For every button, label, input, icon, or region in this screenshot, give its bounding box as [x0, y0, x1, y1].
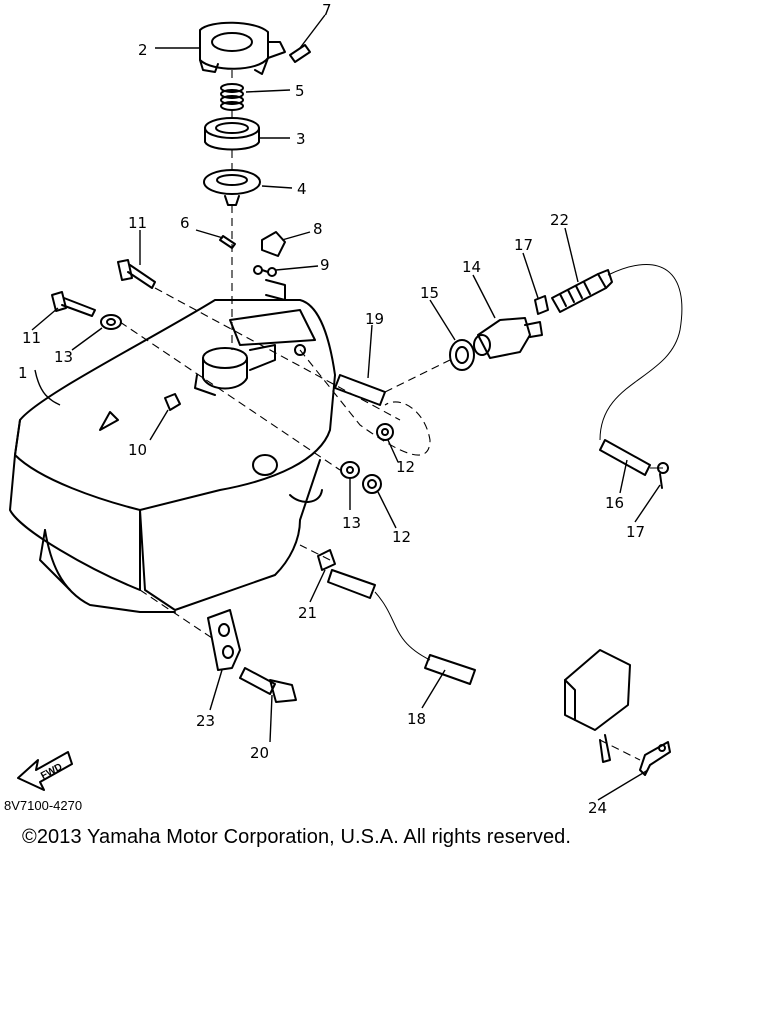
callout-18: 18: [407, 710, 426, 728]
fuel-line: [599, 264, 683, 441]
callout-20: 20: [250, 744, 269, 762]
callout-24: 24: [588, 799, 607, 817]
exploded-parts-diagram: 2 7 5 3 4 6 8 9 11 11 13 1 10 12 13 12 1…: [9, 1, 683, 817]
hose-19: [334, 374, 386, 406]
bolt-upper: [117, 259, 156, 289]
callout-16: 16: [605, 494, 624, 512]
callout-19: 19: [365, 310, 384, 328]
strainer: [551, 269, 613, 313]
clamp-21: [317, 549, 336, 571]
callout-13: 13: [342, 514, 361, 532]
hose-16: [599, 439, 651, 476]
callout-23: 23: [196, 712, 215, 730]
dashed-line: [299, 544, 331, 561]
bracket: [207, 609, 241, 671]
forward-arrow-icon: [17, 751, 73, 791]
fuel-tank: [9, 299, 336, 613]
washer-upper: [100, 314, 122, 330]
fuel-cock: [473, 317, 543, 359]
spring: [220, 83, 244, 111]
callout-12: 12: [396, 458, 415, 476]
hose-21: [327, 569, 376, 599]
dashed-line: [139, 589, 216, 641]
callout-2: 2: [138, 41, 148, 59]
callout-11: 11: [128, 214, 147, 232]
part-code: 8V7100-4270: [4, 798, 83, 813]
hose-clamp: [253, 265, 286, 301]
callout-8: 8: [313, 220, 323, 238]
bolt-lower: [51, 291, 96, 317]
dashed-line: [599, 739, 641, 761]
callout-9: 9: [320, 256, 330, 274]
dashed-line: [119, 321, 341, 471]
clip-upper: [534, 295, 549, 315]
dashed-line: [154, 287, 401, 421]
grommet-lower: [362, 474, 382, 494]
callout-17: 17: [514, 236, 533, 254]
bolt-20: [239, 667, 297, 703]
pin: [289, 44, 311, 63]
callout-1: 1: [18, 364, 28, 382]
clip: [261, 231, 286, 257]
fuel-filter: [564, 649, 671, 776]
callout-5: 5: [295, 82, 305, 100]
callout-6: 6: [180, 214, 190, 232]
callout-13: 13: [54, 348, 73, 366]
callout-7: 7: [322, 1, 332, 19]
dashed-line: [299, 349, 431, 456]
callout-22: 22: [550, 211, 569, 229]
dashed-line: [384, 359, 451, 393]
callout-4: 4: [297, 180, 307, 198]
copyright-notice: ©2013 Yamaha Motor Corporation, U.S.A. A…: [22, 826, 572, 848]
hose-18: [424, 654, 476, 685]
fuel-line: [374, 591, 431, 661]
clamp-small: [164, 393, 181, 411]
callout-21: 21: [298, 604, 317, 622]
callout-14: 14: [462, 258, 481, 276]
fwd-label: FWD: [39, 762, 64, 782]
fuel-cap: [199, 21, 286, 75]
gasket: [203, 169, 261, 206]
callout-15: 15: [420, 284, 439, 302]
callout-12: 12: [392, 528, 411, 546]
washer-lower: [340, 461, 360, 479]
callout-3: 3: [296, 130, 306, 148]
clip-lower: [657, 462, 669, 489]
callout-11: 11: [22, 329, 41, 347]
callout-17: 17: [626, 523, 645, 541]
grommet-upper: [376, 423, 394, 441]
seal-washer: [449, 339, 475, 371]
cap-ring: [204, 117, 260, 151]
callout-10: 10: [128, 441, 147, 459]
